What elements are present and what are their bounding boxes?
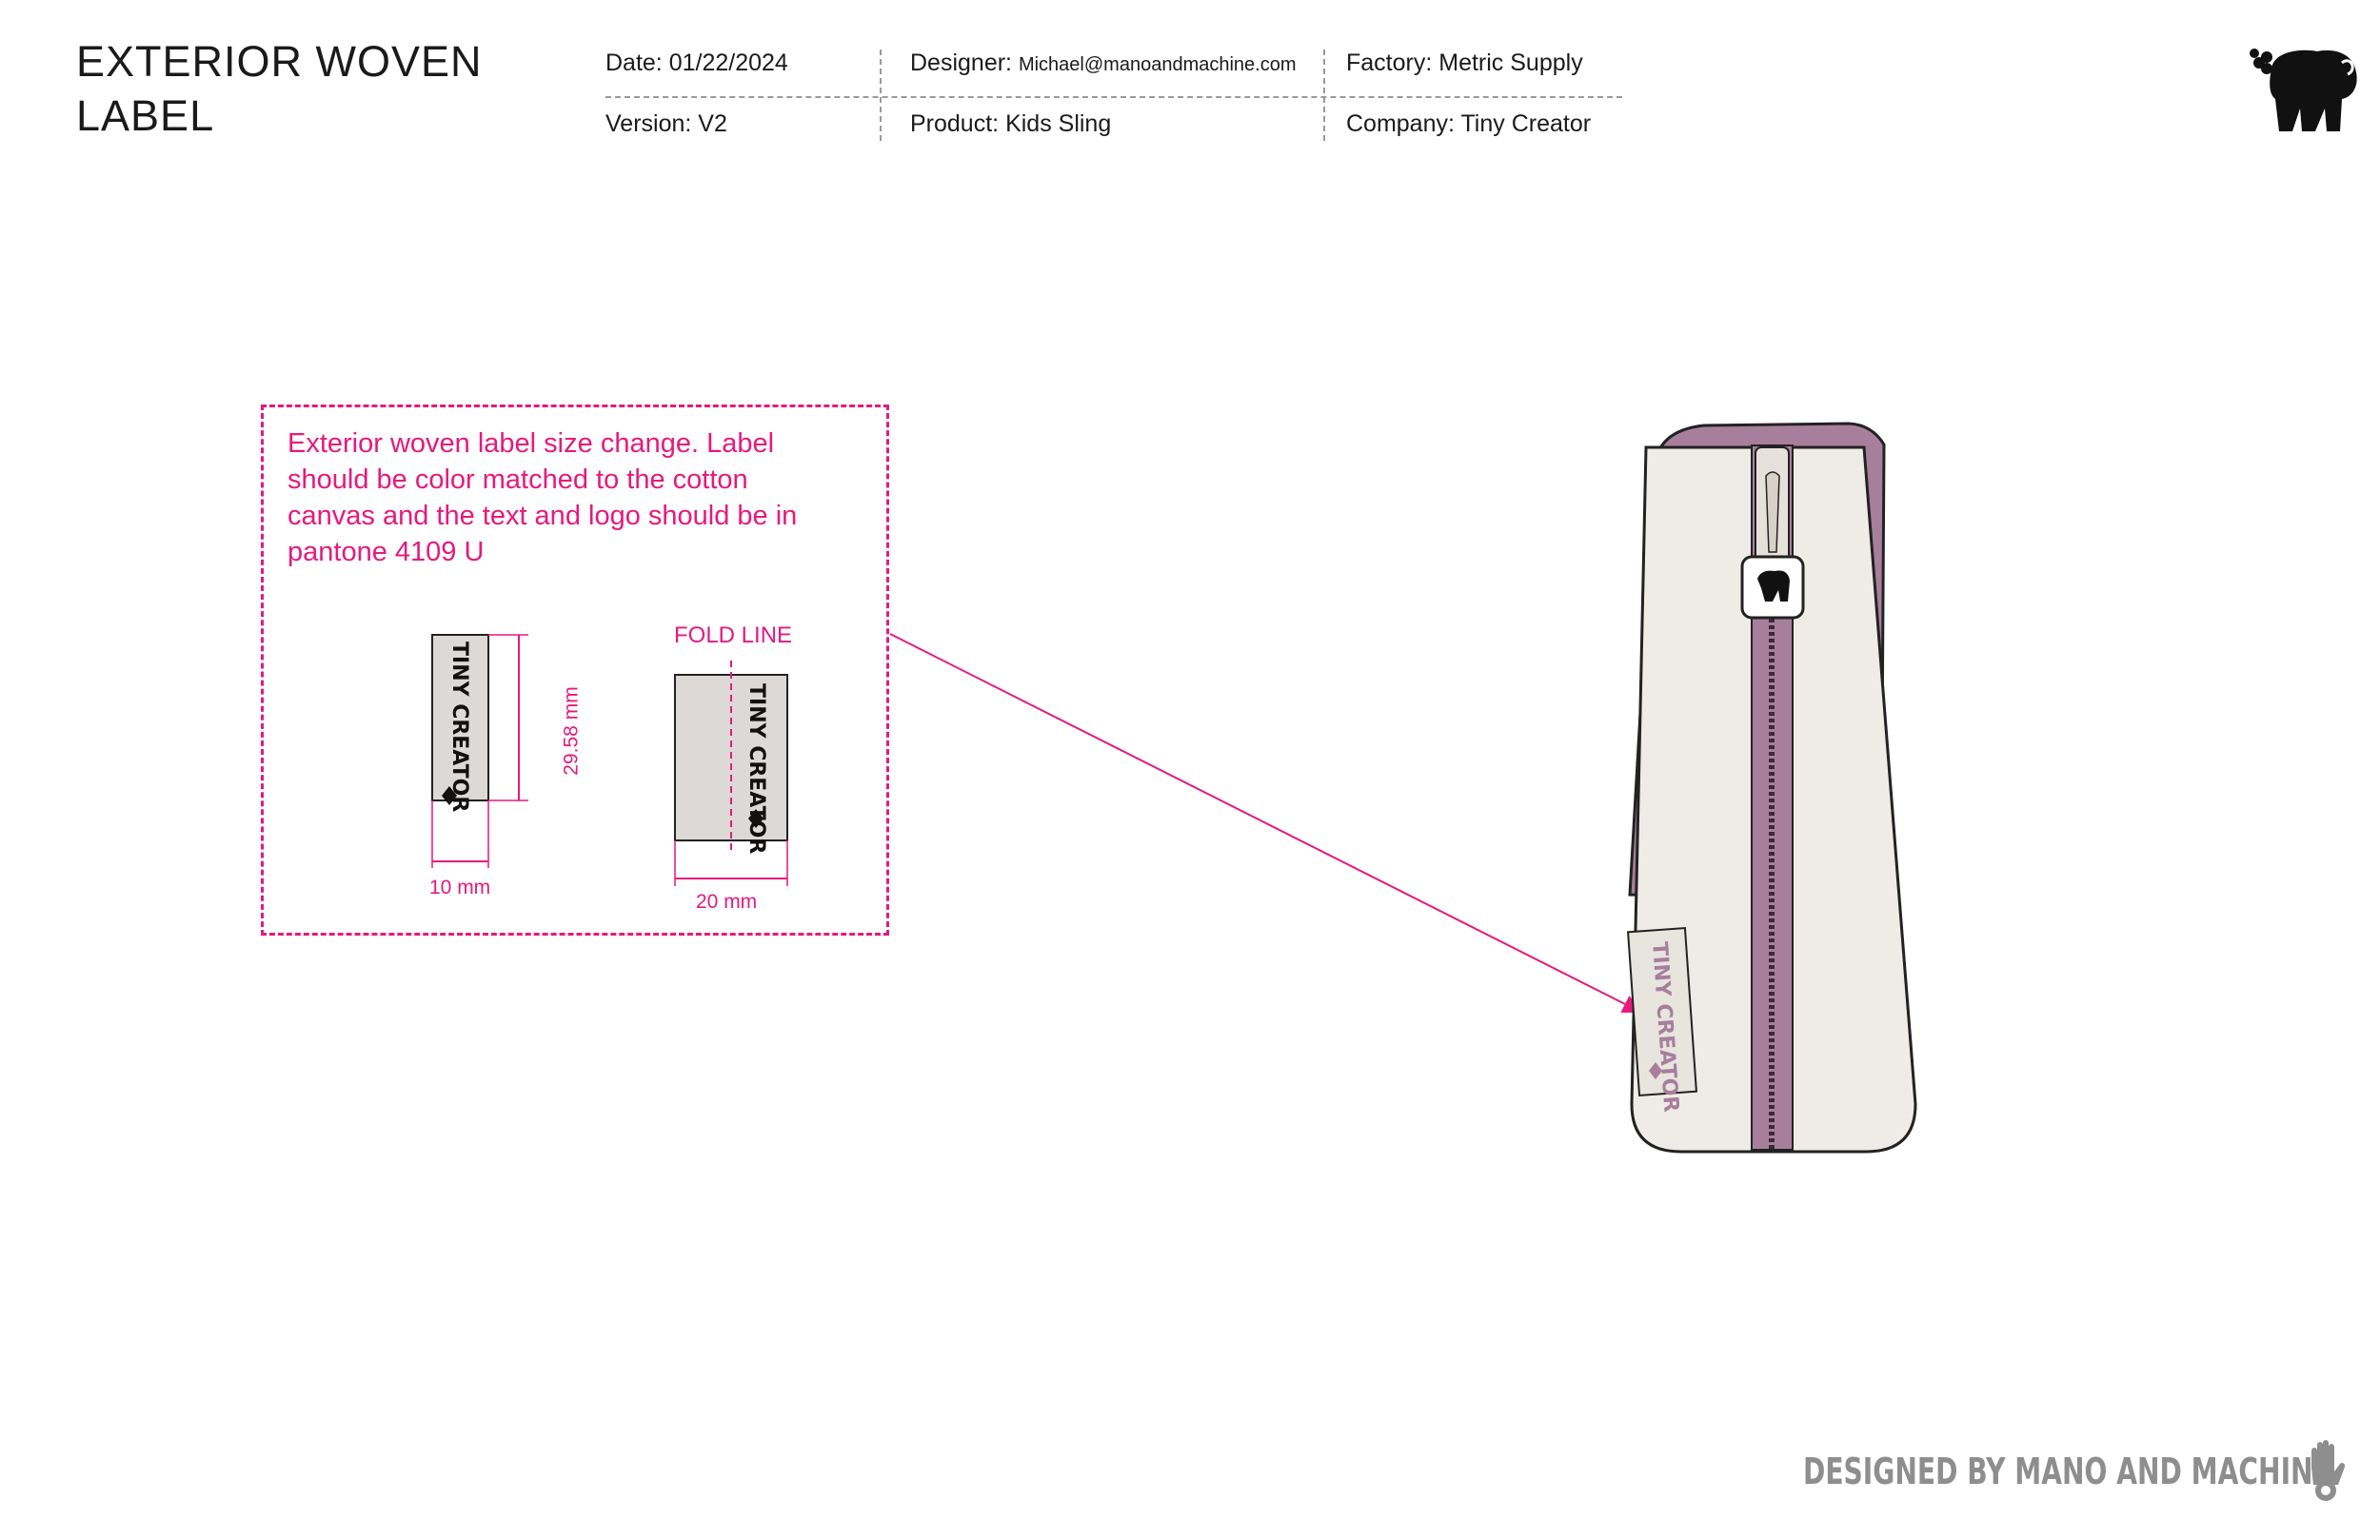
flower-icon: [442, 786, 457, 805]
designer-field: Designer: Michael@manoandmachine.com: [910, 49, 1297, 77]
date-label: Date:: [605, 49, 663, 76]
company-label: Company:: [1346, 110, 1455, 137]
header-column-divider: [1323, 49, 1325, 141]
elephant-logo-icon: [2250, 49, 2357, 131]
designer-label: Designer:: [910, 49, 1012, 76]
spec-note: Exterior woven label size change. Label …: [288, 428, 798, 567]
company-field: Company: Tiny Creator: [1346, 110, 1591, 138]
product-field: Product: Kids Sling: [910, 110, 1111, 138]
version-label: Version:: [605, 110, 692, 137]
factory-label: Factory:: [1346, 49, 1433, 76]
fold-line-label: FOLD LINE: [674, 622, 793, 648]
flower-icon: [1649, 1062, 1662, 1079]
hand-gear-icon: [2311, 1440, 2346, 1501]
label-brand-text: TINY CREATOR: [447, 642, 471, 812]
kids-sling-bag: TINY CREATOR: [1627, 422, 1917, 1154]
factory-value: Metric Supply: [1438, 49, 1583, 76]
header-divider: [605, 96, 1622, 98]
width-dimension-small: 10 mm: [429, 877, 491, 898]
product-value: Kids Sling: [1005, 110, 1112, 137]
designer-value: Michael@manoandmachine.com: [1018, 54, 1297, 75]
label-brand-text: TINY CREATOR: [744, 683, 768, 854]
label-spec-callout: [261, 405, 889, 936]
folded-label-10mm: TINY CREATOR: [431, 634, 489, 812]
flat-label-20mm: TINY CREATOR: [674, 661, 788, 854]
footer-credit: DESIGNED BY MANO AND MACHINE: [1803, 1451, 2331, 1492]
company-value: Tiny Creator: [1460, 110, 1592, 137]
width-dimension-large: 20 mm: [696, 891, 758, 913]
page-title: EXTERIOR WOVEN LABEL: [76, 37, 483, 140]
date-field: Date: 01/22/2024: [605, 49, 788, 77]
factory-field: Factory: Metric Supply: [1346, 49, 1583, 77]
callout-arrow: [889, 633, 1642, 1013]
version-field: Version: V2: [605, 110, 727, 138]
flower-icon: [748, 809, 764, 828]
product-label: Product:: [910, 110, 1000, 137]
version-value: V2: [698, 110, 727, 137]
date-value: 01/22/2024: [668, 49, 788, 76]
header-column-divider: [880, 49, 882, 141]
exterior-woven-label: [1627, 927, 1697, 1096]
